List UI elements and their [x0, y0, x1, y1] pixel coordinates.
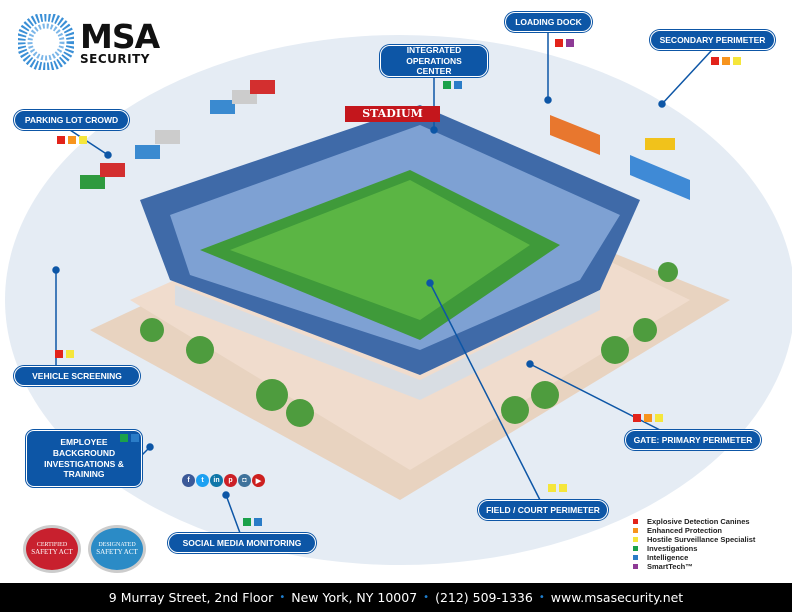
logo-sub: SECURITY: [80, 51, 150, 66]
label-parking-lot: PARKING LOT CROWD: [14, 110, 129, 130]
label-loading-dock: LOADING DOCK: [505, 12, 592, 32]
squares-secondary-perimeter: [711, 57, 741, 65]
logo-name: MSA: [80, 16, 160, 56]
legend-item: SmartTech™: [633, 562, 755, 571]
stadium-illustration: [5, 32, 792, 565]
stadium-sign: STADIUM: [345, 106, 440, 122]
squares-gate: [633, 414, 663, 422]
squares-parking-lot: [57, 136, 87, 144]
msa-logo: MSA SECURITY: [18, 14, 160, 70]
cars: [80, 80, 275, 189]
label-social-media: SOCIAL MEDIA MONITORING: [168, 533, 316, 553]
squares-employee: [120, 434, 139, 442]
squares-loading-dock: [555, 39, 574, 47]
footer-city: New York, NY 10007: [291, 590, 418, 605]
linkedin-icon: in: [210, 474, 223, 487]
label-field-perimeter: FIELD / COURT PERIMETER: [478, 500, 608, 520]
logo-dot-sphere-icon: [18, 14, 74, 70]
squares-vehicle-screening: [55, 350, 74, 358]
label-operations-center: INTEGRATED OPERATIONS CENTER: [380, 45, 488, 77]
label-vehicle-screening: VEHICLE SCREENING: [14, 366, 140, 386]
footer-phone: (212) 509-1336: [435, 590, 533, 605]
instagram-icon: ◘: [238, 474, 251, 487]
legend: Explosive Detection Canines Enhanced Pro…: [633, 517, 755, 571]
legend-item: Explosive Detection Canines: [633, 517, 755, 526]
youtube-icon: ▶: [252, 474, 265, 487]
label-secondary-perimeter: SECONDARY PERIMETER: [650, 30, 775, 50]
legend-item: Hostile Surveillance Specialist: [633, 535, 755, 544]
label-employee-investigations: EMPLOYEE BACKGROUND INVESTIGATIONS & TRA…: [26, 430, 142, 487]
footer-address: 9 Murray Street, 2nd Floor: [108, 590, 274, 605]
footer: 9 Murray Street, 2nd Floor• New York, NY…: [0, 583, 792, 612]
pinterest-icon: p: [224, 474, 237, 487]
label-gate-primary-perimeter: GATE: PRIMARY PERIMETER: [625, 430, 761, 450]
squares-operations-center: [443, 81, 462, 89]
squares-field-perimeter: [548, 484, 567, 492]
legend-item: Investigations: [633, 544, 755, 553]
squares-social: [243, 518, 262, 526]
trees: [140, 262, 678, 427]
trucks: [550, 115, 690, 200]
social-icons: f t in p ◘ ▶: [182, 474, 265, 487]
footer-website[interactable]: www.msasecurity.net: [550, 590, 684, 605]
twitter-icon: t: [196, 474, 209, 487]
legend-item: Enhanced Protection: [633, 526, 755, 535]
legend-item: Intelligence: [633, 553, 755, 562]
facebook-icon: f: [182, 474, 195, 487]
